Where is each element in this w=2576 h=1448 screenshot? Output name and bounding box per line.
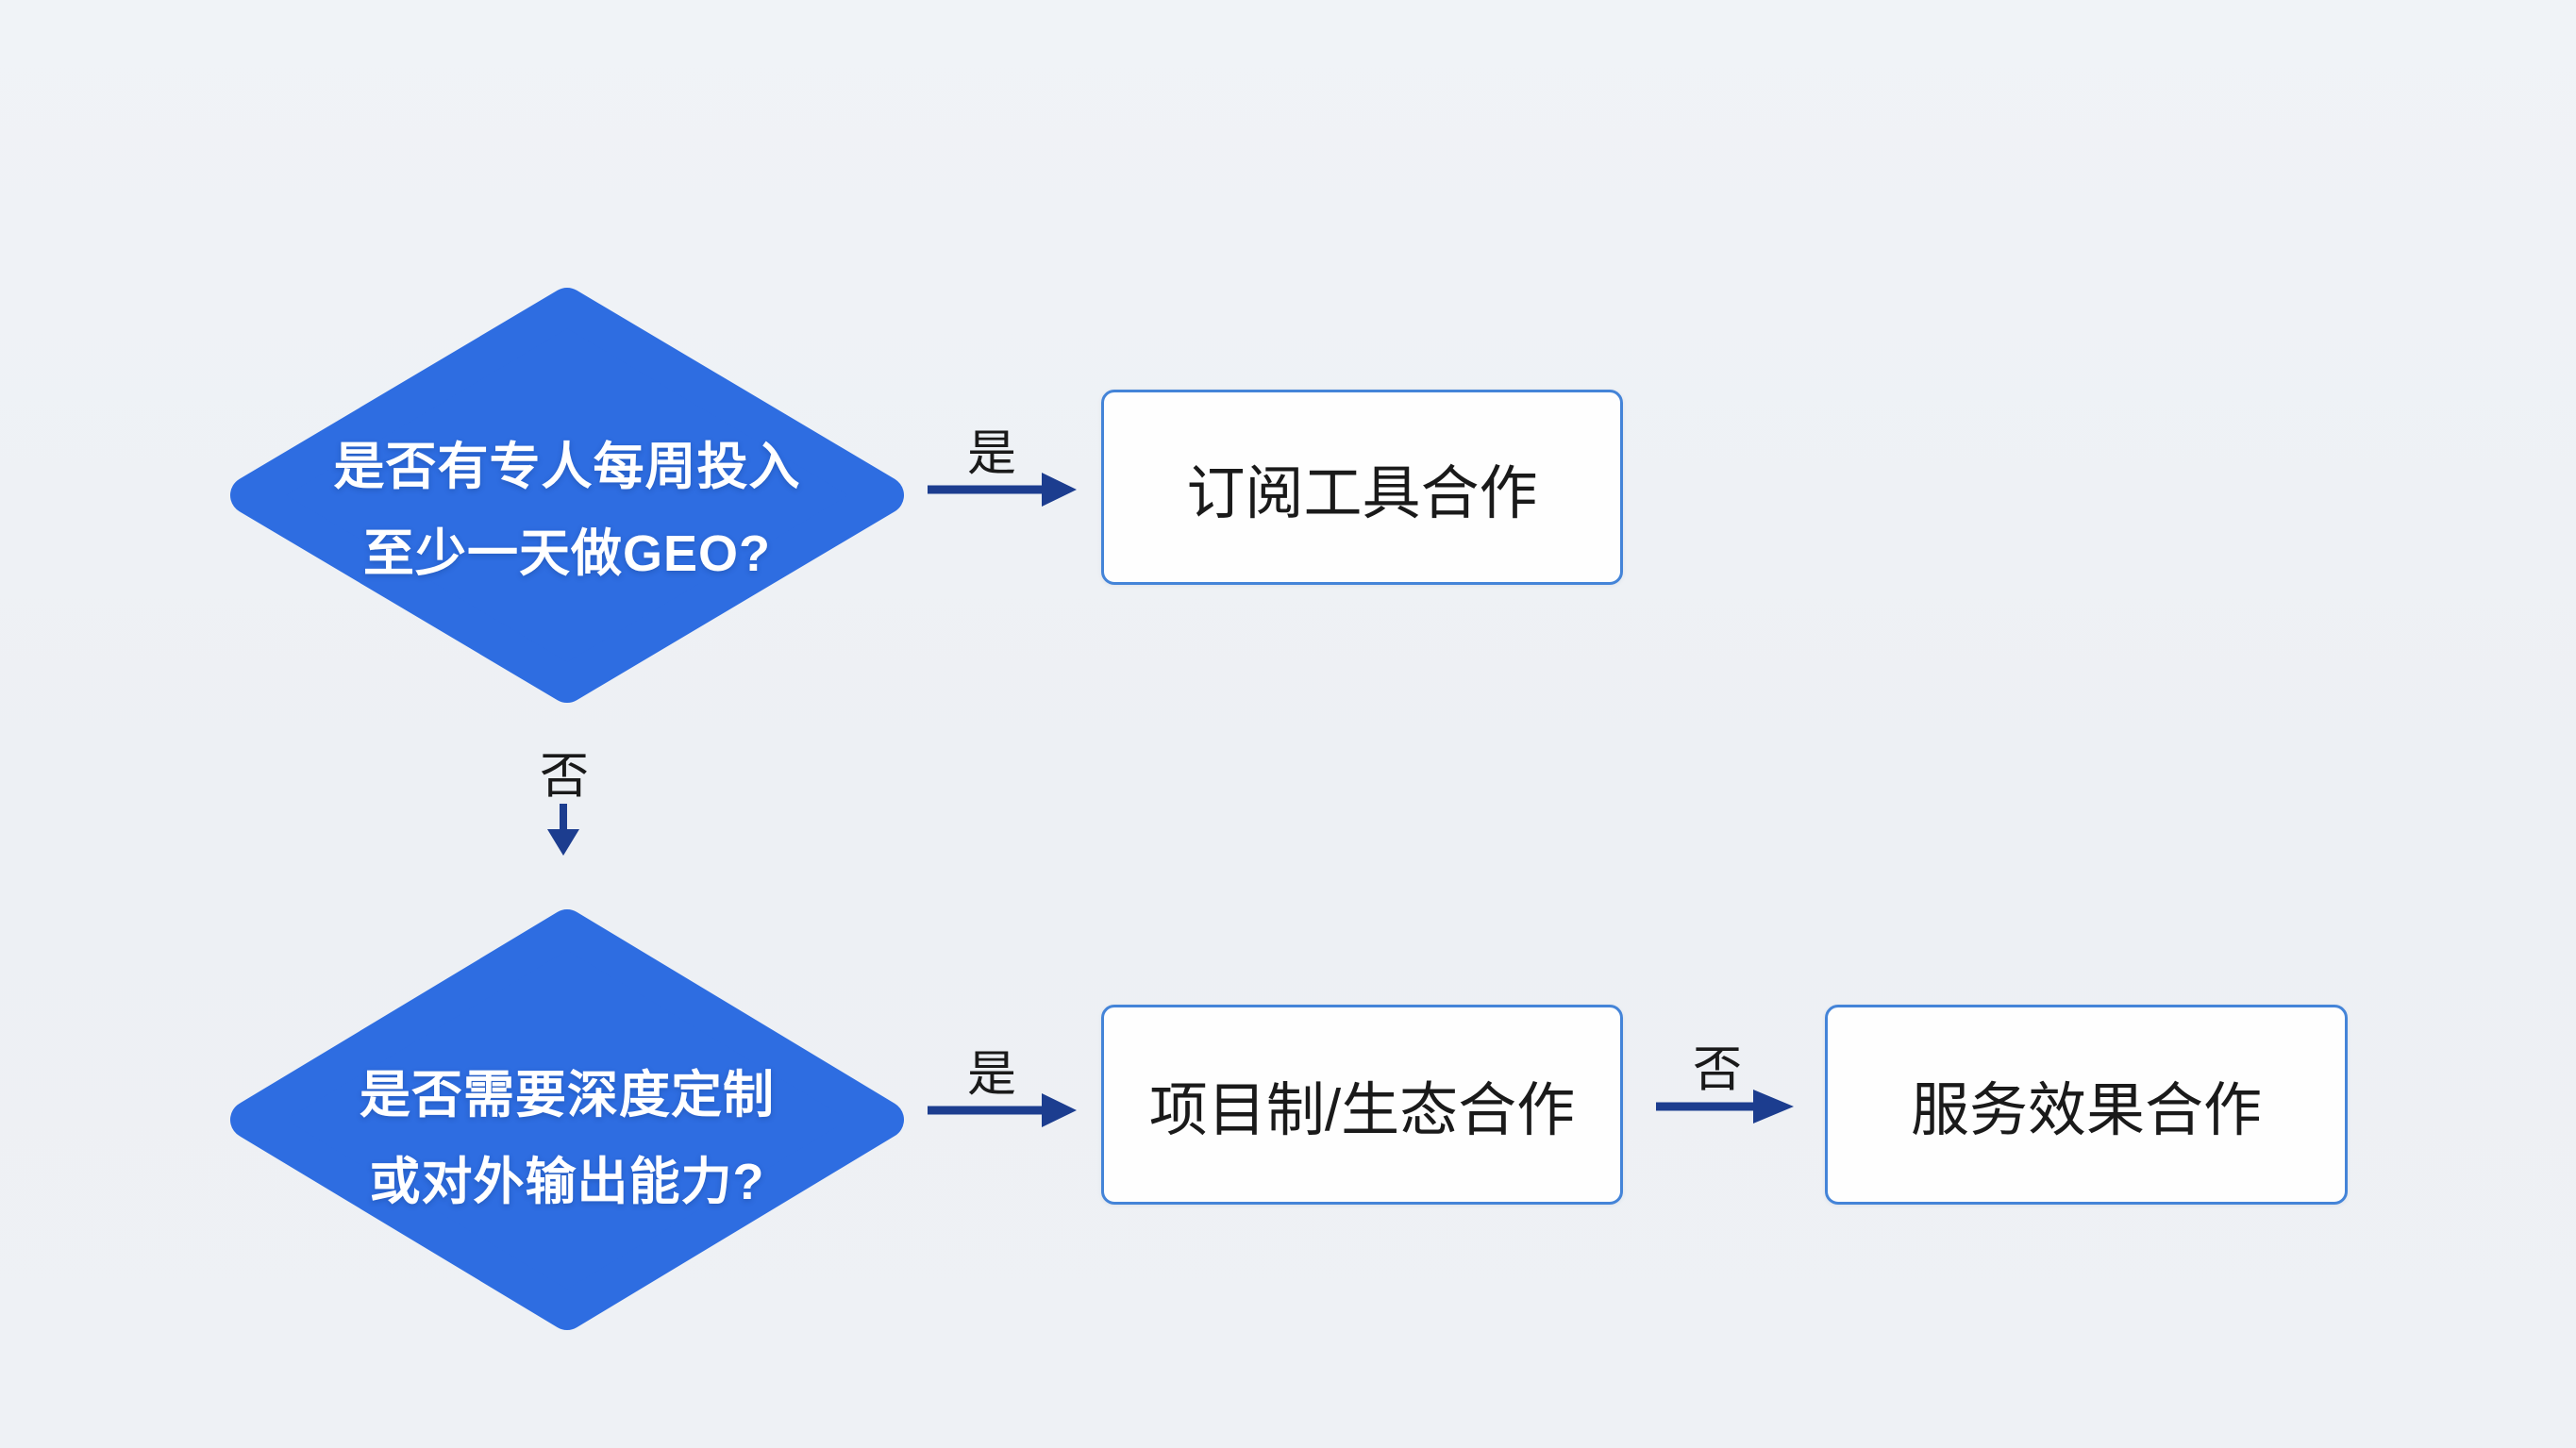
edge-arrow-decision1-yes: [928, 473, 1077, 507]
decision1-label-line1: 是否有专人每周投入: [333, 439, 801, 495]
outcome3-node: 服务效果合作: [1825, 1005, 2348, 1205]
decision2-label-line1: 是否需要深度定制: [360, 1067, 775, 1123]
decision1-label: 是否有专人每周投入 至少一天做GEO?: [230, 303, 904, 718]
edge-label-decision2-no: 否: [1692, 1042, 1743, 1098]
outcome1-label: 订阅工具合作: [1186, 460, 1538, 526]
outcome2-label: 项目制/生态合作: [1148, 1078, 1576, 1143]
decision1-label-line2: 至少一天做GEO?: [362, 525, 771, 582]
decision2-node: 是否需要深度定制 或对外输出能力?: [230, 909, 904, 1330]
edge-arrow-decision2-yes: [928, 1093, 1077, 1127]
edge-arrow-decision2-no: [1656, 1090, 1794, 1123]
edge-label-decision1-no: 否: [539, 749, 590, 805]
edge-label-decision2-yes: 是: [966, 1047, 1017, 1103]
outcome3-label: 服务效果合作: [1910, 1078, 2262, 1143]
outcome2-node: 项目制/生态合作: [1101, 1005, 1623, 1205]
decision2-diamond-shape: [230, 909, 904, 1330]
decision1-diamond-shape: [230, 288, 904, 703]
decision2-label: 是否需要深度定制 或对外输出能力?: [230, 928, 904, 1349]
edge-arrow-decision1-no: [547, 804, 579, 856]
decision2-label-line2: 或对外输出能力?: [369, 1154, 765, 1210]
decision1-node: 是否有专人每周投入 至少一天做GEO?: [230, 288, 904, 703]
outcome1-node: 订阅工具合作: [1101, 390, 1623, 585]
edge-label-decision1-yes: 是: [966, 426, 1017, 482]
